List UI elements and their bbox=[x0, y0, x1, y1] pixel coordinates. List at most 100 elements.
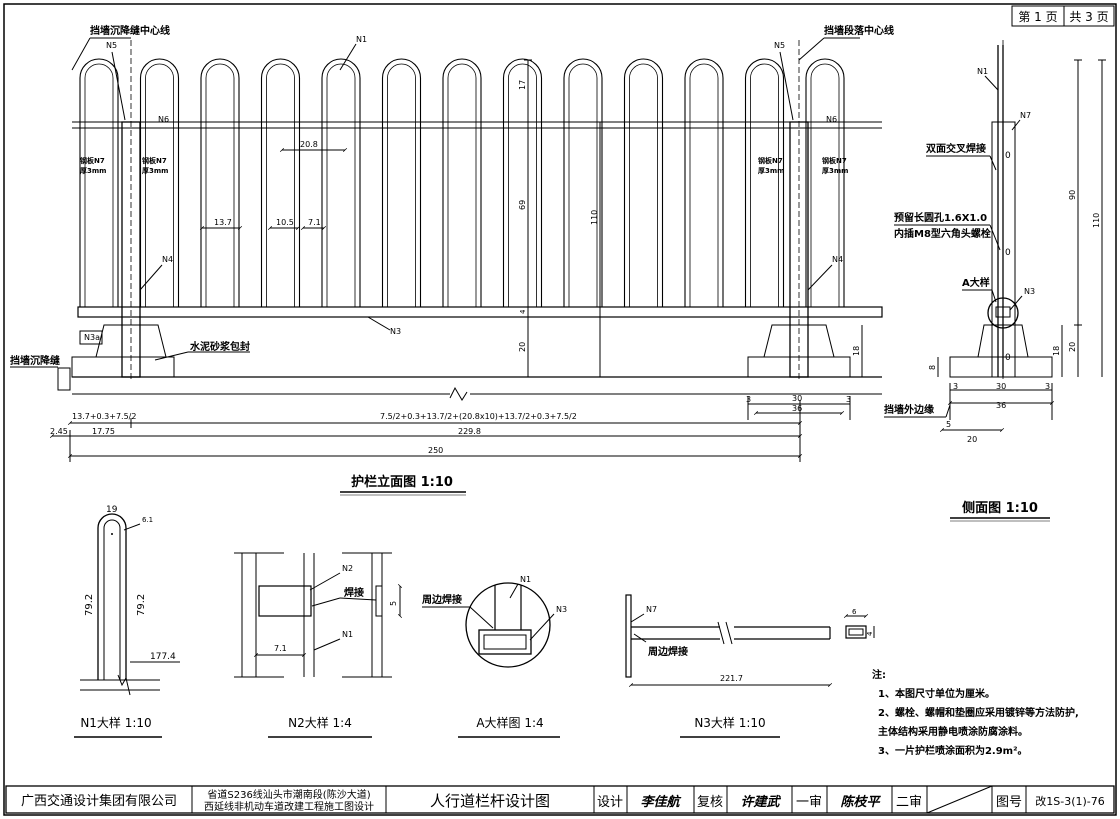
picket-outer bbox=[502, 58, 543, 307]
sheet-border bbox=[3, 3, 1117, 816]
side-label-slot-2: 内插M8型六角头螺栓 bbox=[894, 227, 991, 240]
picket-inner bbox=[629, 63, 658, 307]
a-tag-n1: N1 bbox=[520, 575, 531, 584]
company-name: 广西交通设计集团有限公司 bbox=[21, 793, 177, 809]
picket-inner bbox=[447, 63, 477, 307]
n1-dim-19: 19 bbox=[106, 505, 118, 515]
n1-title: N1大样 1:10 bbox=[80, 715, 151, 730]
n2-dim-5: 5 bbox=[389, 601, 398, 606]
detail-a: N1 N3 周边焊接 A大样图 1:4 bbox=[422, 575, 567, 738]
detail-n3: 6 4 N7 周边焊接 221.7 N3大样 1:10 bbox=[625, 594, 875, 738]
side-dim-8: 8 bbox=[928, 365, 937, 370]
drawing-title: 人行道栏杆设计图 bbox=[430, 792, 550, 810]
note-item-1: 1、本图尺寸单位为厘米。 bbox=[878, 687, 995, 700]
n2-tag-n1: N1 bbox=[342, 630, 353, 639]
bottom-rail-n3 bbox=[77, 306, 883, 318]
side-view: N1 N7 双面交叉焊接 0 0 0 预留长圆孔1.6X1.0 内插M8型六角头… bbox=[884, 40, 1106, 522]
n1-dim-79-2-left: 79.2 bbox=[84, 594, 95, 616]
picket-outer bbox=[200, 58, 240, 307]
page-number: 第 1 页 bbox=[1018, 10, 1057, 24]
picket-inner bbox=[568, 63, 598, 307]
side-tag-n7: N7 bbox=[1020, 111, 1031, 120]
dim-13-7: 13.7 bbox=[214, 218, 232, 227]
note-item-2: 2、螺栓、螺帽和垫圈应采用镀锌等方法防护, bbox=[878, 706, 1079, 719]
side-label-a-detail: A大样 bbox=[962, 276, 990, 289]
a-label-weld: 周边焊接 bbox=[422, 593, 462, 606]
n1-dim-6-1: 6.1 bbox=[142, 516, 153, 524]
label-segment-center: 挡墙段落中心线 bbox=[824, 24, 894, 37]
side-dim-5: 5 bbox=[946, 420, 951, 429]
dim-4: 4 bbox=[519, 309, 527, 314]
drawing-number: 改1S-3(1)-76 bbox=[1035, 794, 1105, 808]
picket-group bbox=[79, 58, 845, 307]
picket-outer bbox=[805, 58, 845, 307]
label-first-audit: 一审 bbox=[796, 795, 822, 810]
dim-17-75: 17.75 bbox=[92, 427, 115, 436]
note-item-3: 主体结构采用静电喷涂防腐涂料。 bbox=[878, 725, 1028, 738]
side-dim-30: 30 bbox=[996, 382, 1006, 391]
dim-7-1: 7.1 bbox=[308, 218, 321, 227]
side-tag-n3: N3 bbox=[1024, 287, 1035, 296]
side-dim-36: 36 bbox=[996, 401, 1006, 410]
tag-n4-left: N4 bbox=[162, 255, 173, 264]
label-review: 复核 bbox=[697, 795, 723, 810]
title-block: 广西交通设计集团有限公司 省道S236线汕头市潮南段(陈沙大道) 西延线非机动车… bbox=[5, 785, 1115, 814]
dim-formula-right: 7.5/2+0.3+13.7/2+(20.8x10)+13.7/2+0.3+7.… bbox=[380, 412, 577, 421]
picket-outer bbox=[623, 58, 664, 307]
side-dim-110: 110 bbox=[1092, 213, 1101, 228]
label-settle-joint: 挡墙沉降缝 bbox=[10, 354, 60, 367]
tag-n6-left: N6 bbox=[158, 115, 169, 124]
picket-outer bbox=[260, 58, 301, 307]
dim-110: 110 bbox=[590, 210, 599, 225]
dim-18: 18 bbox=[852, 346, 861, 356]
label-mortar: 水泥砂浆包封 bbox=[189, 340, 250, 353]
picket-inner bbox=[508, 63, 537, 307]
plate-label-mid-b: 厚3mm bbox=[142, 166, 168, 175]
svg-text:0: 0 bbox=[1005, 353, 1011, 363]
project-line-1: 省道S236线汕头市潮南段(陈沙大道) bbox=[207, 788, 370, 801]
tag-n5-right: N5 bbox=[774, 41, 785, 50]
picket-outer bbox=[442, 58, 482, 307]
picket-inner bbox=[205, 63, 235, 307]
label-settle-joint-center: 挡墙沉降缝中心线 bbox=[90, 24, 170, 37]
dim-20: 20 bbox=[518, 342, 527, 352]
n3-label-weld: 周边焊接 bbox=[648, 645, 688, 658]
project-line-2: 西延线非机动车道改建工程施工图设计 bbox=[204, 800, 374, 813]
elevation-view: 挡墙沉降缝中心线 挡墙段落中心线 N1 N5 N5 N6 N6 钢板N7 厚3m… bbox=[10, 24, 894, 496]
a-title: A大样图 1:4 bbox=[476, 715, 543, 730]
plate-label-left-b: 厚3mm bbox=[80, 166, 106, 175]
plate-label-mid-a: 钢板N7 bbox=[142, 156, 167, 165]
dim-3-left: 3 bbox=[746, 395, 751, 404]
n2-dim-7-1: 7.1 bbox=[274, 644, 287, 653]
n3-dim-6: 6 bbox=[852, 608, 857, 616]
picket-inner bbox=[145, 63, 174, 307]
picket-outer bbox=[79, 58, 119, 307]
side-dim-90: 90 bbox=[1068, 190, 1077, 200]
dim-10-5: 10.5 bbox=[276, 218, 294, 227]
plate-label-left-a: 钢板N7 bbox=[80, 156, 105, 165]
detail-n1: 19 6.1 79.2 79.2 177.4 N1大样 1:10 bbox=[74, 505, 180, 738]
plate-label-r2-b: 厚3mm bbox=[822, 166, 848, 175]
picket-inner bbox=[266, 63, 295, 307]
tag-n3: N3 bbox=[390, 327, 401, 336]
dim-formula-left: 13.7+0.3+7.5/2 bbox=[72, 412, 136, 421]
dim-250: 250 bbox=[428, 446, 443, 455]
side-dim-18: 18 bbox=[1052, 346, 1061, 356]
picket-inner bbox=[387, 63, 416, 307]
tag-n6-right: N6 bbox=[826, 115, 837, 124]
tag-n3a: N3a bbox=[84, 333, 100, 342]
dim-36: 36 bbox=[792, 404, 802, 413]
dim-2-45: 2.45 bbox=[50, 427, 68, 436]
n2-label-weld: 焊接 bbox=[344, 586, 364, 599]
page-info: 第 1 页 共 3 页 bbox=[1011, 5, 1115, 27]
picket-outer bbox=[321, 58, 361, 307]
plate-label-r2-a: 钢板N7 bbox=[822, 156, 847, 165]
side-dim-20: 20 bbox=[1068, 342, 1077, 352]
notes: 注: 1、本图尺寸单位为厘米。 2、螺栓、螺帽和垫圈应采用镀锌等方法防护, 主体… bbox=[872, 668, 1079, 757]
detail-n2: N2 焊接 N1 5 7.1 N2大样 1:4 bbox=[234, 552, 403, 738]
n3-dim-4: 4 bbox=[866, 631, 874, 636]
note-item-4: 3、一片护栏喷涂面积为2.9m²。 bbox=[878, 744, 1027, 757]
picket-outer bbox=[381, 58, 422, 307]
label-design: 设计 bbox=[597, 795, 623, 810]
